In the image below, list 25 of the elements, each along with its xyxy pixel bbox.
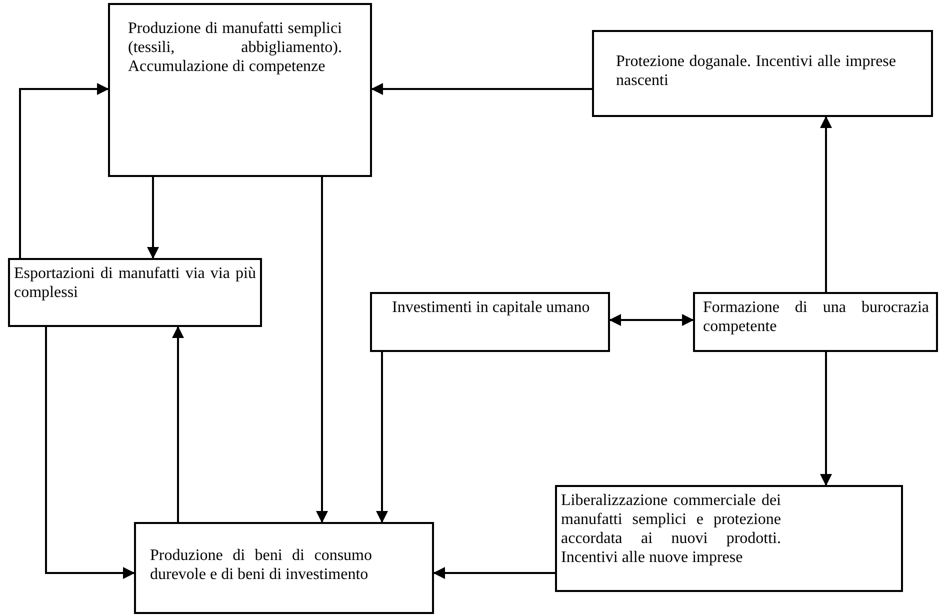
box-text: Formazione di una burocrazia competente — [703, 298, 929, 336]
arrow — [147, 177, 159, 259]
box-text: Investimenti in capitale umano — [392, 298, 591, 317]
box-text: Liberalizzazione commerciale dei manufatti semplici e protezione accordata ai nuovi prodotti. Incentivi alle nuove imprese — [561, 491, 781, 567]
process-box — [555, 485, 903, 592]
process-box — [592, 30, 933, 117]
box-text: Produzione di manufatti semplici (tessili, abbigliamento). Accumulazione di competenze — [128, 19, 342, 76]
arrow — [609, 314, 694, 326]
process-box — [134, 522, 434, 614]
process-box — [8, 258, 262, 327]
arrow — [820, 352, 832, 486]
arrow — [433, 567, 555, 579]
arrow — [316, 177, 328, 523]
process-box — [108, 3, 372, 177]
box-text: Esportazioni di manufatti via via più complessi — [14, 264, 256, 302]
box-text: Protezione doganale. Incentivi alle imprese nascenti — [616, 52, 896, 90]
arrow — [45, 327, 135, 579]
arrow — [820, 116, 832, 292]
arrow — [172, 326, 184, 522]
process-box — [370, 292, 610, 352]
arrow — [371, 83, 592, 95]
process-box — [693, 292, 938, 352]
arrow — [19, 83, 109, 258]
box-text: Produzione di beni di consumo durevole e di beni di investimento — [150, 546, 372, 584]
arrow — [376, 352, 388, 523]
